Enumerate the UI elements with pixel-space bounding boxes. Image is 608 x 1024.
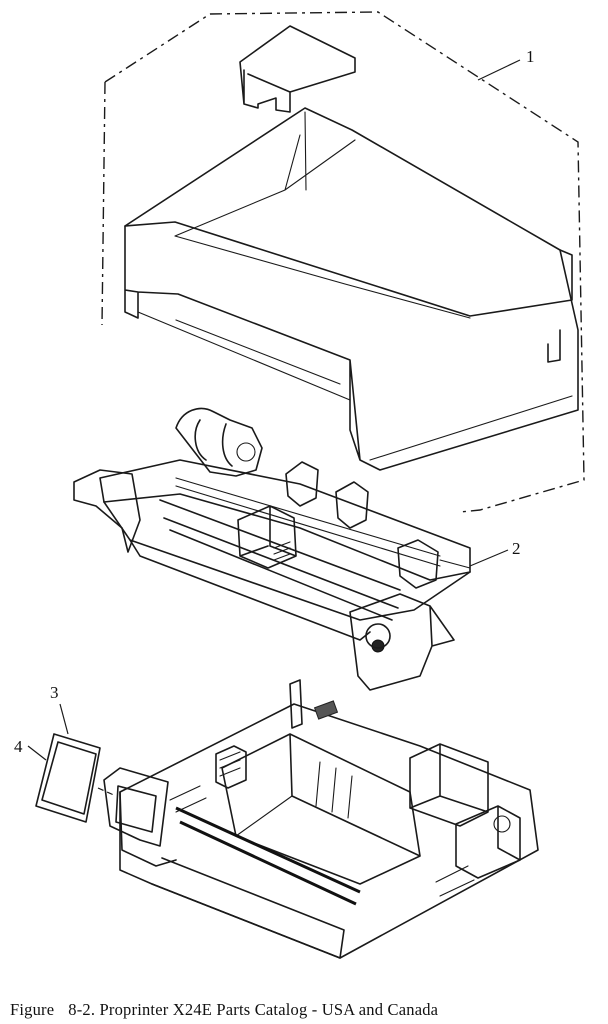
cover-lid [239, 25, 356, 113]
mechanism-left-plate [73, 469, 141, 553]
mechanism-gear-assembly [175, 407, 263, 477]
panel-bezel [35, 733, 101, 823]
mechanism-back-rail [99, 459, 471, 581]
base-motor [455, 805, 521, 879]
callout-1-label: 1 [526, 47, 535, 66]
caption-text: 8-2. Proprinter X24E Parts Catalog - USA… [68, 1000, 439, 1019]
base-left-post [289, 679, 303, 729]
mechanism-right-gear [365, 623, 391, 649]
mechanism-head-ribs [273, 541, 291, 561]
callout-2-label: 2 [512, 539, 521, 558]
mechanism-print-head [237, 505, 297, 569]
cover-edge-line [137, 311, 573, 461]
mechanism-tractor-right [335, 481, 369, 529]
mechanism-right-plate [349, 593, 455, 691]
cover-phantom-outline [101, 11, 585, 513]
base-paper-guide [221, 733, 421, 885]
callout-3-leader [59, 703, 69, 735]
base-connector [215, 745, 247, 789]
base-front-bezel [103, 767, 169, 847]
panel-insert [41, 741, 97, 815]
mechanism-tractor-left [285, 461, 319, 507]
base-chip [313, 700, 339, 720]
base-connector-pins [219, 751, 241, 777]
mechanism-gear [236, 442, 256, 462]
cover-front-face [124, 225, 579, 471]
mechanism-front-rail [103, 501, 471, 641]
base-guide-slots [235, 761, 353, 837]
base-lower-frame [103, 679, 539, 959]
base-tray [119, 703, 539, 959]
base-board-traces [169, 785, 475, 897]
figure-caption: Figure 8-2. Proprinter X24E Parts Catalog… [10, 1000, 452, 1020]
callout-4-leader [27, 745, 47, 761]
base-power-supply [409, 743, 489, 827]
callout-4-label: 4 [14, 737, 23, 756]
exploded-parts-diagram: 1 2 3 4 [14, 11, 585, 959]
mechanism-right-drive [397, 539, 439, 589]
part-2-print-mechanism: 2 [73, 407, 521, 691]
mechanism-right-knob [371, 639, 385, 653]
cover-opening [174, 111, 471, 319]
mechanism-shafts [175, 477, 471, 569]
base-front-rail [175, 806, 361, 906]
callout-1-leader [477, 59, 521, 81]
base-front-wall [119, 791, 345, 959]
part-3-4-panel: 3 4 [14, 683, 117, 823]
callout-3-label: 3 [50, 683, 59, 702]
caption-label: Figure [10, 1000, 55, 1019]
cover-top-face [124, 107, 573, 317]
panel-alignment-leader [97, 787, 117, 797]
part-1-top-cover: 1 [101, 11, 585, 513]
base-motor-shaft [493, 815, 511, 833]
callout-2-leader [469, 549, 509, 567]
